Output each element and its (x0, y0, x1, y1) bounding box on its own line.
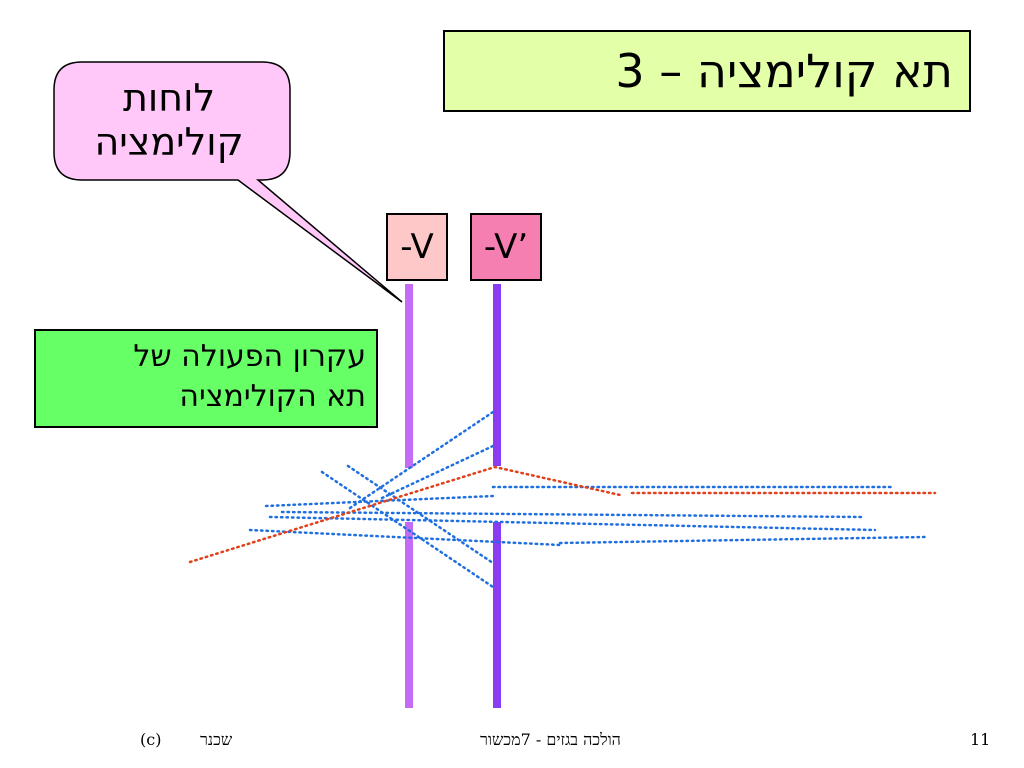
footer-author: שכנר (200, 730, 233, 749)
ray-blue (248, 528, 562, 547)
left-plate-lower (405, 522, 413, 708)
ray-blue (268, 515, 877, 532)
blue-rays (248, 410, 927, 589)
callout-line-1: לוחות (122, 76, 216, 120)
callout-label: לוחות קולימציה (50, 76, 288, 164)
ray-blue (346, 464, 495, 565)
voltage-label-left-text: -V (400, 227, 434, 267)
red-ray (188, 465, 937, 564)
right-plate-upper (493, 284, 501, 466)
ray-blue (558, 535, 927, 545)
ray-red (188, 465, 622, 564)
ray-blue (380, 444, 495, 500)
voltage-label-left: -V (386, 213, 448, 281)
voltage-label-right: -V’ (470, 213, 542, 281)
ray-blue (280, 510, 864, 519)
page-number: 11 (970, 730, 991, 749)
principle-box: עקרון הפעולה של תא הקולימציה (34, 329, 378, 428)
callout-line-2: קולימציה (94, 120, 244, 164)
ray-blue (264, 494, 495, 508)
footer-course: הולכה בגזים - 7מכשור (480, 730, 621, 749)
callout-shape (53, 61, 403, 303)
left-plate-upper (405, 284, 413, 468)
slide-title: 3 – תא קולימציה (443, 30, 971, 112)
principle-line-2: תא הקולימציה (179, 379, 366, 414)
ray-blue (320, 470, 495, 589)
right-plate-lower (493, 522, 501, 708)
footer-copyright: (c) (140, 730, 162, 749)
principle-line-1: עקרון הפעולה של (133, 339, 366, 374)
ray-blue (348, 410, 495, 510)
slide-title-text: 3 – תא קולימציה (615, 44, 953, 98)
voltage-label-right-text: -V’ (483, 227, 529, 267)
